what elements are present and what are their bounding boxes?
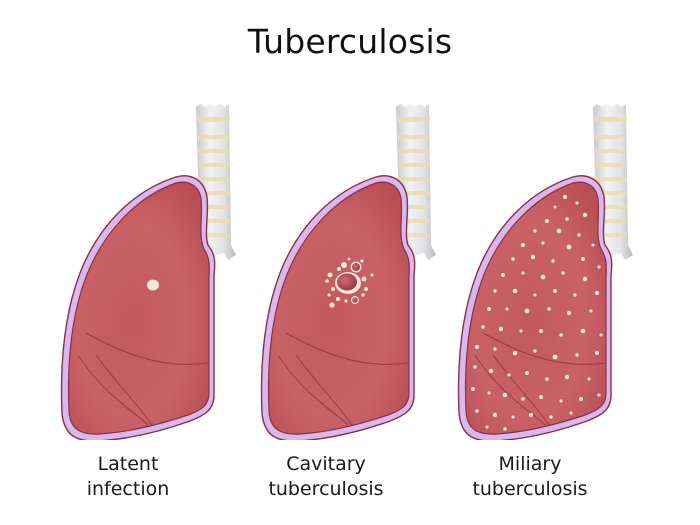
caption-line2: infection: [86, 478, 170, 500]
panel-miliary-tuberculosis: [455, 95, 675, 440]
lung-illustration-miliary: [457, 104, 633, 440]
caption-line2: tuberculosis: [268, 478, 384, 500]
panel-latent-infection: [58, 95, 278, 440]
lung-icon: [60, 175, 216, 440]
granuloma-icon: [147, 279, 159, 291]
lung-illustration-cavitary: [260, 104, 436, 440]
diagram-title: Tuberculosis: [247, 22, 453, 61]
lung-icon: [260, 175, 416, 440]
caption-line1: Latent: [97, 453, 159, 475]
cavity-cluster-icon: [325, 257, 374, 308]
caption-latent-infection: Latent infection: [28, 452, 228, 502]
lung-icon: [457, 175, 613, 440]
caption-line1: Miliary: [498, 453, 562, 475]
lung-illustration-latent: [60, 104, 236, 440]
miliary-nodules-icon: [471, 195, 603, 431]
caption-line1: Cavitary: [286, 453, 366, 475]
panel-cavitary-tuberculosis: [258, 95, 478, 440]
caption-miliary-tuberculosis: Miliary tuberculosis: [430, 452, 630, 502]
caption-line2: tuberculosis: [472, 478, 588, 500]
caption-cavitary-tuberculosis: Cavitary tuberculosis: [226, 452, 426, 502]
